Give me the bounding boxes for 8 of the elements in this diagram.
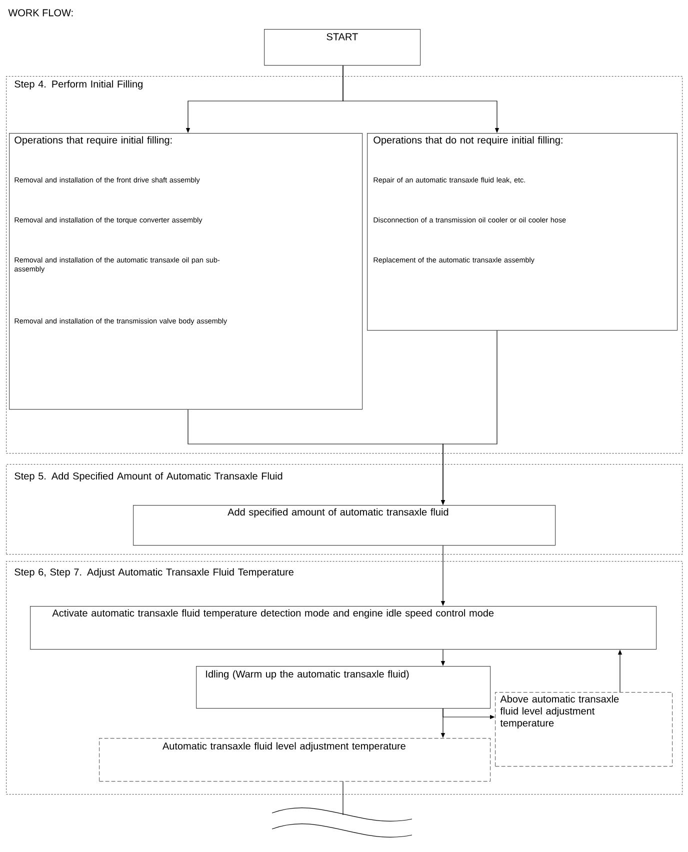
condition-box: Automatic transaxle fluid level adjustment temperature	[99, 738, 491, 782]
process-box: Add specified amount of automatic transaxle fluid	[133, 505, 556, 546]
connector-line	[342, 781, 344, 816]
condition-box: Above automatic transaxle fluid level adjustment temperature	[495, 692, 673, 767]
process-box: Idling (Warm up the automatic transaxle fluid)	[196, 666, 491, 709]
title: WORK FLOW:	[8, 9, 73, 16]
process-box: START	[264, 29, 421, 66]
process-box: Activate automatic transaxle fluid temperature detection mode and engine idle speed control mode	[30, 606, 657, 650]
